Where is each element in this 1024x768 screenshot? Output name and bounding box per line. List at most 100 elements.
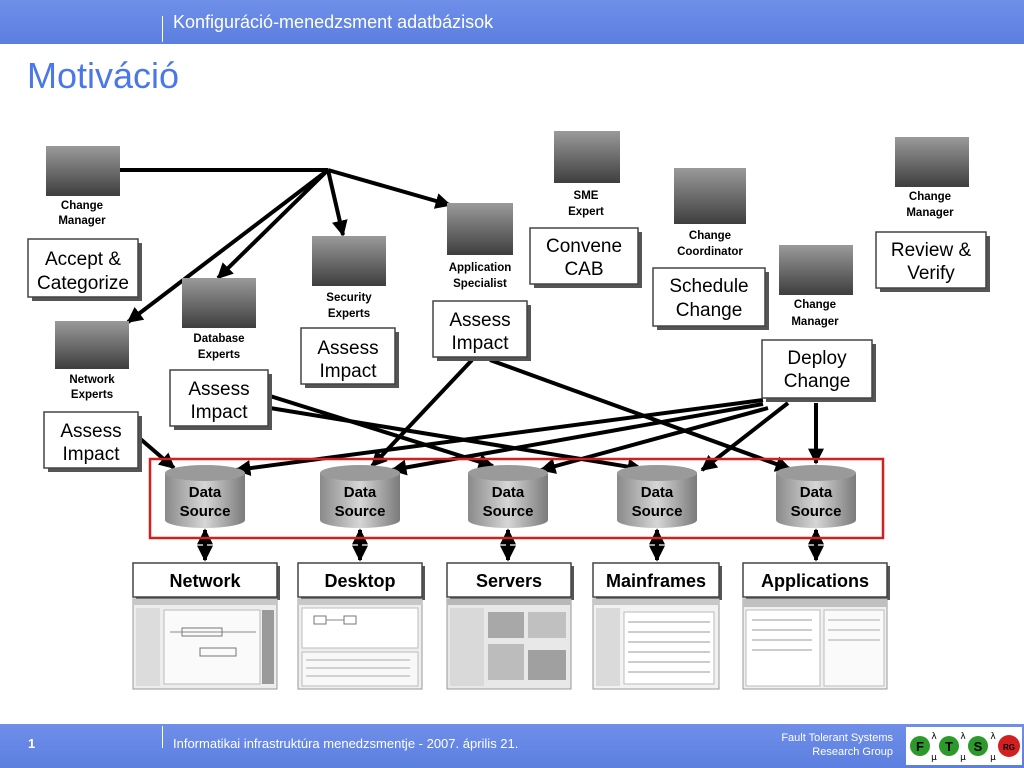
svg-text:Experts: Experts bbox=[71, 389, 113, 401]
screenshot-applications bbox=[742, 598, 888, 690]
photo-change-manager-right bbox=[895, 137, 969, 187]
svg-text:λ: λ bbox=[960, 732, 966, 742]
svg-text:SME: SME bbox=[574, 190, 599, 202]
data-sources: Data Source Data Source Data Source Data… bbox=[165, 465, 856, 528]
svg-text:Database: Database bbox=[193, 333, 244, 345]
photo-network-experts bbox=[55, 321, 129, 369]
svg-text:Change: Change bbox=[676, 300, 743, 321]
svg-text:Assess: Assess bbox=[317, 338, 378, 359]
platform-mainframes: Mainframes bbox=[592, 562, 722, 600]
screenshot-desktop bbox=[297, 598, 423, 690]
platform-desktop: Desktop bbox=[297, 562, 425, 600]
task-deploy-change: Deploy Change bbox=[761, 339, 876, 402]
svg-text:Change: Change bbox=[689, 230, 731, 242]
data-source-5: Data Source bbox=[776, 465, 856, 528]
platform-network: Network bbox=[132, 562, 280, 600]
task-review-verify: Review & Verify bbox=[875, 231, 990, 292]
svg-text:Assess: Assess bbox=[449, 310, 510, 331]
photo-security-experts bbox=[312, 236, 386, 286]
screenshot-servers bbox=[446, 598, 572, 690]
svg-text:μ: μ bbox=[990, 753, 996, 763]
platform-labels: Network Desktop Servers Mainframes Appli… bbox=[132, 562, 890, 600]
svg-text:Desktop: Desktop bbox=[324, 571, 395, 591]
svg-text:Security: Security bbox=[326, 292, 372, 304]
sync-arrows bbox=[197, 528, 824, 562]
svg-text:Servers: Servers bbox=[476, 571, 542, 591]
svg-text:Source: Source bbox=[632, 503, 683, 520]
task-assess-database: Assess Impact bbox=[169, 369, 272, 430]
task-schedule-change: Schedule Change bbox=[652, 267, 769, 330]
svg-text:Change: Change bbox=[61, 200, 103, 212]
svg-text:Source: Source bbox=[180, 503, 231, 520]
svg-text:Impact: Impact bbox=[319, 361, 377, 382]
platform-screenshots bbox=[132, 598, 888, 690]
svg-text:S: S bbox=[974, 739, 983, 754]
role-labels: Change Manager Network Experts Database … bbox=[58, 190, 954, 401]
svg-text:Impact: Impact bbox=[190, 402, 248, 423]
header-separator bbox=[162, 16, 163, 42]
svg-text:Data: Data bbox=[189, 484, 222, 501]
svg-text:Assess: Assess bbox=[188, 379, 249, 400]
svg-text:Impact: Impact bbox=[62, 444, 120, 465]
svg-text:Deploy: Deploy bbox=[787, 348, 847, 369]
ftsrg-logo: F T S RG λ μ λ μ λ μ bbox=[906, 727, 1022, 765]
data-source-1: Data Source bbox=[165, 465, 245, 528]
photo-change-coordinator bbox=[674, 168, 746, 224]
svg-text:μ: μ bbox=[960, 753, 966, 763]
photo-sme-expert bbox=[554, 131, 620, 183]
svg-text:Mainframes: Mainframes bbox=[606, 571, 706, 591]
slide-title: Motiváció bbox=[27, 55, 180, 96]
task-boxes: Accept & Categorize Assess Impact Assess… bbox=[27, 227, 990, 472]
svg-text:Applications: Applications bbox=[761, 571, 869, 591]
footer-bar bbox=[0, 724, 1024, 768]
svg-text:Categorize: Categorize bbox=[37, 273, 129, 294]
page-number: 1 bbox=[28, 736, 36, 751]
svg-text:Accept &: Accept & bbox=[45, 249, 121, 270]
footer-text: Informatikai infrastruktúra menedzsmentj… bbox=[173, 736, 519, 751]
svg-text:Data: Data bbox=[641, 484, 674, 501]
svg-text:Experts: Experts bbox=[328, 308, 370, 320]
person-photos bbox=[46, 131, 969, 369]
svg-text:Data: Data bbox=[492, 484, 525, 501]
photo-change-manager-left bbox=[46, 146, 120, 196]
data-source-2: Data Source bbox=[320, 465, 400, 528]
svg-text:Network: Network bbox=[169, 571, 241, 591]
svg-text:Impact: Impact bbox=[451, 333, 509, 354]
data-source-3: Data Source bbox=[468, 465, 548, 528]
task-accept-categorize: Accept & Categorize bbox=[27, 238, 142, 301]
svg-text:Manager: Manager bbox=[906, 207, 954, 219]
svg-text:T: T bbox=[945, 739, 953, 754]
task-assess-application: Assess Impact bbox=[432, 300, 531, 361]
svg-text:Experts: Experts bbox=[198, 349, 240, 361]
svg-text:Schedule: Schedule bbox=[669, 276, 748, 297]
task-assess-security: Assess Impact bbox=[300, 327, 399, 388]
svg-text:CAB: CAB bbox=[564, 259, 603, 280]
svg-text:Specialist: Specialist bbox=[453, 278, 507, 290]
svg-text:Coordinator: Coordinator bbox=[677, 246, 743, 258]
change-process-diagram: Change Manager Network Experts Database … bbox=[27, 131, 990, 690]
svg-text:F: F bbox=[916, 739, 924, 754]
svg-text:Verify: Verify bbox=[907, 263, 955, 284]
svg-text:λ: λ bbox=[990, 732, 996, 742]
footer-separator bbox=[162, 726, 163, 748]
svg-text:Manager: Manager bbox=[58, 215, 106, 227]
header-bar bbox=[0, 0, 1024, 44]
svg-text:Source: Source bbox=[791, 503, 842, 520]
platform-applications: Applications bbox=[742, 562, 890, 600]
svg-text:Change: Change bbox=[784, 371, 851, 392]
svg-text:Data: Data bbox=[344, 484, 377, 501]
svg-text:Data: Data bbox=[800, 484, 833, 501]
svg-text:Network: Network bbox=[69, 374, 115, 386]
svg-text:Source: Source bbox=[483, 503, 534, 520]
screenshot-mainframes bbox=[592, 598, 720, 690]
photo-database-experts bbox=[182, 278, 256, 328]
task-assess-network: Assess Impact bbox=[43, 411, 142, 472]
task-convene-cab: Convene CAB bbox=[529, 227, 642, 288]
data-source-4: Data Source bbox=[617, 465, 697, 528]
svg-text:RG: RG bbox=[1003, 743, 1015, 752]
svg-text:Source: Source bbox=[335, 503, 386, 520]
svg-text:Expert: Expert bbox=[568, 206, 604, 218]
svg-text:Manager: Manager bbox=[791, 316, 839, 328]
svg-text:Change: Change bbox=[794, 299, 836, 311]
photo-change-manager-deploy bbox=[779, 245, 853, 295]
